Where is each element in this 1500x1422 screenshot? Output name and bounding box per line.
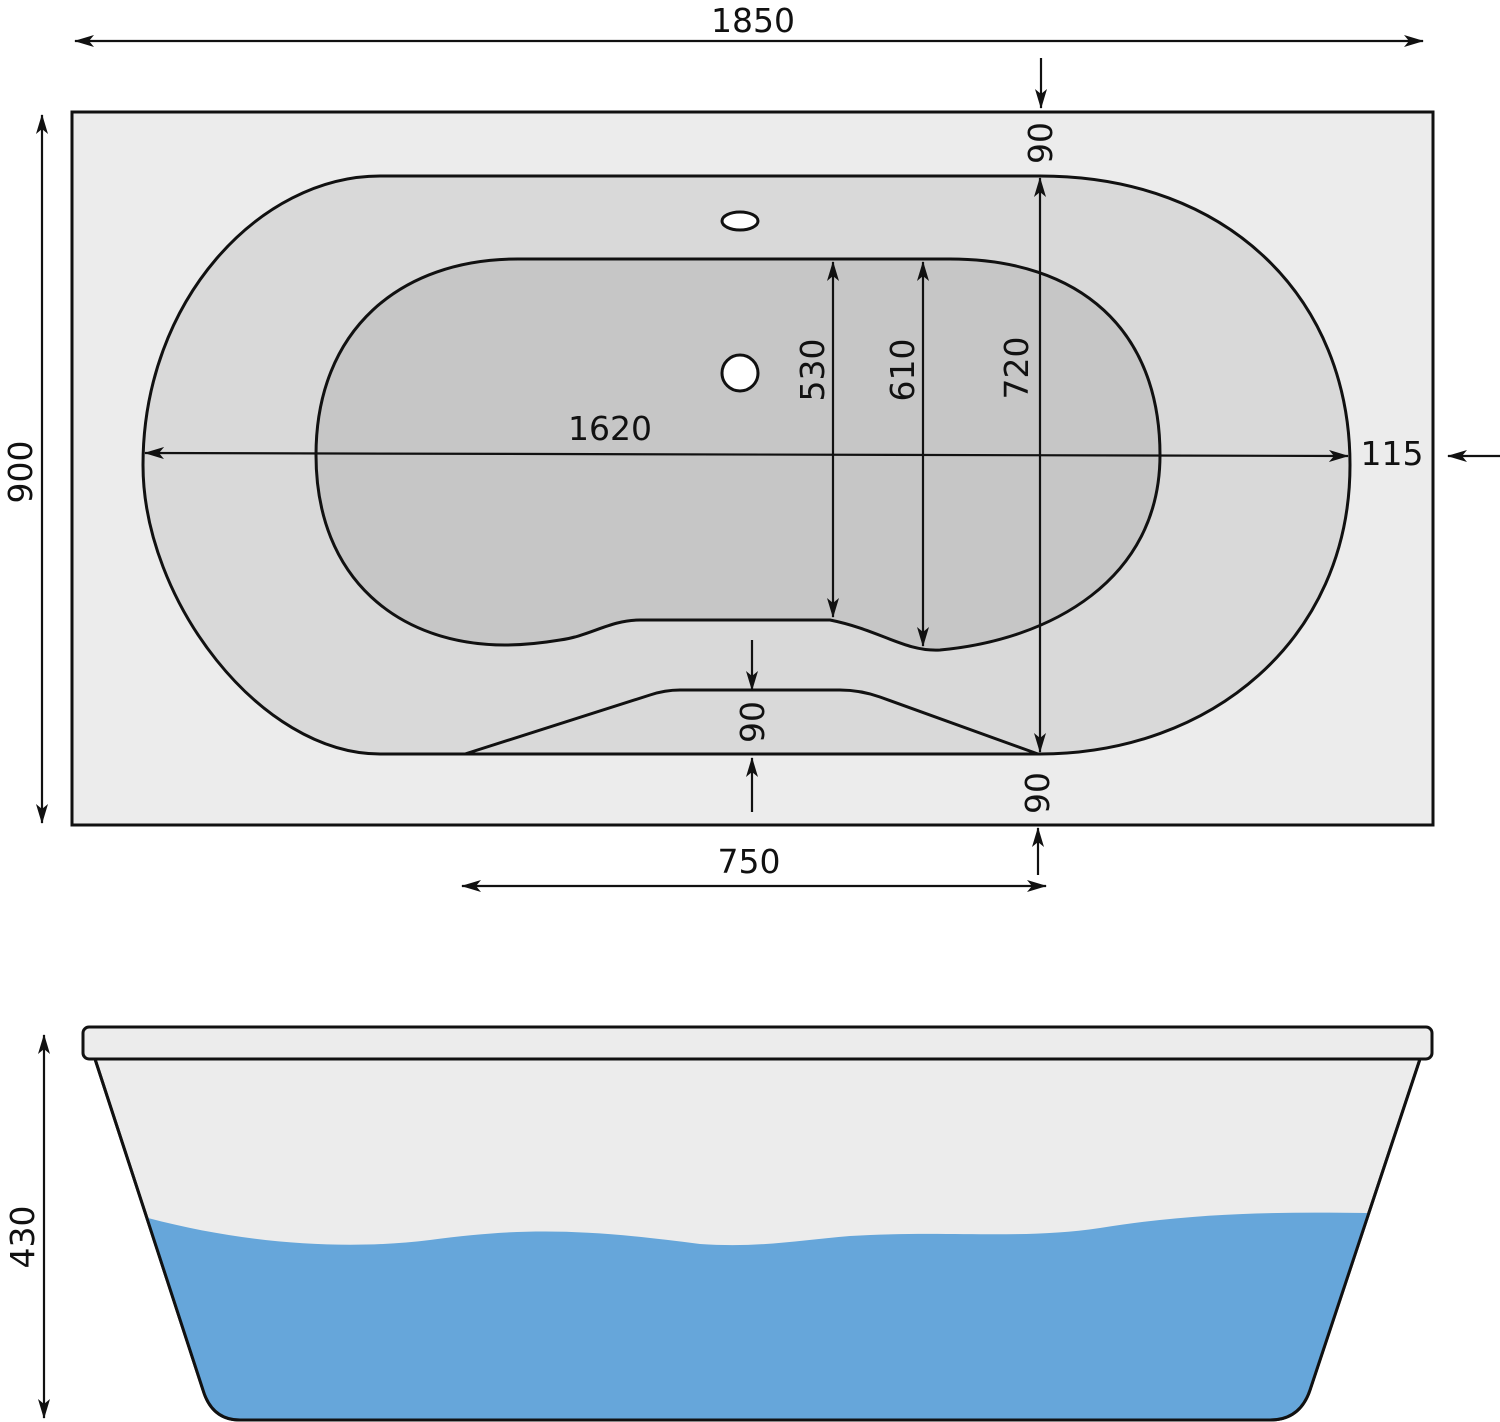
water-fill [148, 1212, 1368, 1420]
tub-side-rim [81, 1025, 1434, 1061]
label-inner-rim-width: 720 [997, 337, 1036, 400]
label-basin-width-narrow: 530 [793, 339, 832, 402]
label-deck-top-margin: 90 [1021, 122, 1060, 164]
drain-icon [720, 353, 760, 393]
label-overall-length: 1850 [711, 1, 795, 40]
seat-ledge [464, 688, 1039, 756]
overflow-icon [720, 210, 760, 232]
label-end-margin: 115 [1361, 434, 1424, 473]
label-seat-length: 750 [718, 842, 781, 881]
tub-side-outline [93, 1058, 1422, 1422]
label-overall-width: 900 [1, 441, 40, 504]
label-depth: 430 [3, 1206, 42, 1269]
label-basin-width-wide: 610 [883, 339, 922, 402]
label-deck-bottom-margin: 90 [1018, 772, 1057, 814]
dim-line-inner-length [144, 447, 1349, 462]
label-seat-depth: 90 [733, 701, 772, 743]
label-inner-length: 1620 [568, 409, 652, 448]
